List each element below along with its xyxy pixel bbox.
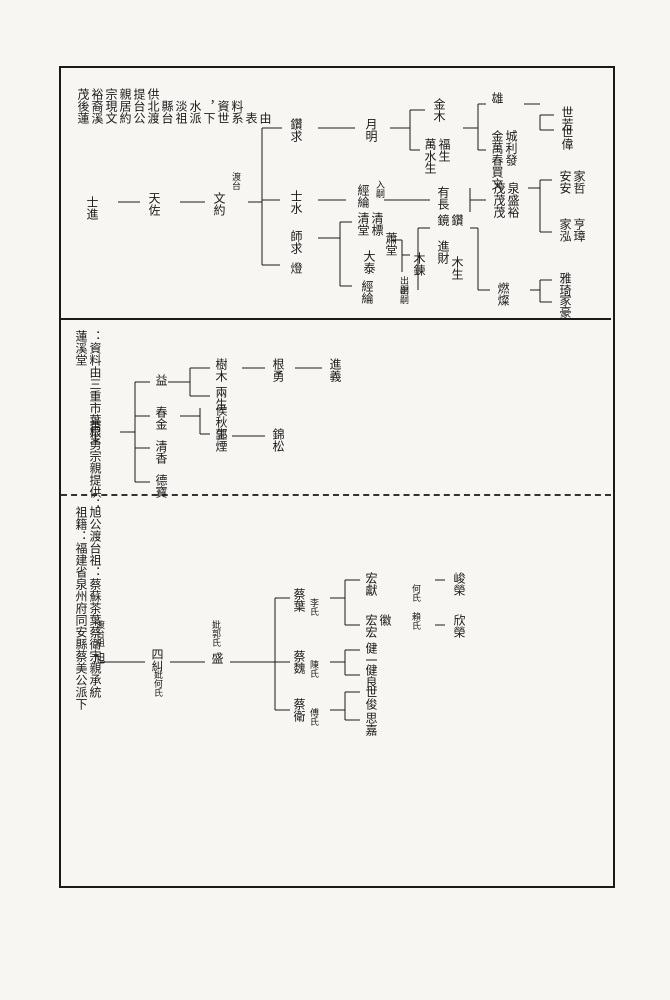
person: 峻榮 [452, 572, 466, 596]
person: 進財 [436, 240, 450, 264]
person: 郭煙 [214, 428, 228, 452]
person: 城利發 [504, 130, 518, 166]
source-line: 縣台 [160, 88, 174, 124]
person-note: 出嗣 [398, 276, 408, 294]
source-line: 宗現文 [104, 88, 118, 124]
person: 鑽求 [289, 118, 303, 142]
section-divider [61, 318, 611, 320]
person: 燃燦 [496, 282, 510, 306]
person: 蔡魏 [292, 650, 306, 674]
person: 思嘉 [364, 712, 378, 736]
person: 根勇 [271, 358, 285, 382]
person-note: 妣何氏 [152, 670, 162, 697]
person: 盛 [210, 652, 224, 664]
person: 文約 [212, 192, 226, 216]
person: 清香 [154, 440, 168, 464]
source-line: 蓮溪堂 [74, 330, 88, 366]
source-line: 祖籍：福建省泉州府同安縣蔡美公派下 [74, 506, 88, 710]
person: 家泓 [558, 218, 572, 242]
person: 大泰 [362, 250, 376, 274]
person: 月明 [364, 118, 378, 142]
person: 侯秋生 [214, 404, 228, 440]
person: 清標 [370, 212, 384, 236]
person: 健一 [364, 642, 378, 666]
person: 兩生 [214, 386, 228, 410]
person: 德寶 [154, 474, 168, 498]
source-line: 水派 [188, 88, 202, 124]
person-wife: 陳氏 [308, 660, 318, 678]
person: 有長 [436, 186, 450, 210]
person-wife: 賴氏 [410, 612, 420, 630]
person-note: 入嗣 [374, 180, 384, 198]
person: 金萬春買文 [490, 130, 504, 190]
source-line: 由 [258, 88, 272, 124]
person: 安安 [558, 170, 572, 194]
person: 徽 [378, 614, 392, 626]
person: 宏獻 [364, 572, 378, 596]
person: 金木 [432, 98, 446, 122]
person: 天佐 [147, 192, 161, 216]
section-divider-dashed [61, 494, 611, 496]
person: 茂茂茂 [492, 182, 506, 218]
source-line: 茂後蓮 [76, 88, 90, 124]
person: 亨璋 [572, 218, 586, 242]
person: 樹木 [214, 358, 228, 382]
source-line: 旭公渡台祖：蔡蘇茶葉蔡衛宗親承統 [88, 506, 102, 698]
person: 福生 [437, 138, 451, 162]
person-note: 渡台 [230, 172, 240, 190]
person: 四糾 [150, 648, 164, 672]
person: 世俊 [364, 686, 378, 710]
person: 蔡葉 [292, 588, 306, 612]
person: 士水 [289, 190, 303, 214]
person: 進義 [328, 358, 342, 382]
person: 世芳 [560, 106, 574, 130]
person: 木鍊 [412, 252, 426, 276]
person: 鑽 [450, 214, 464, 226]
source-line: 提台公 [132, 88, 146, 124]
source-line: 表 [244, 88, 258, 124]
person: 泉盛裕 [506, 182, 520, 218]
person-root: 萬生 [88, 420, 102, 444]
source-line: ，下 [202, 88, 216, 124]
source-line: 親居約 [118, 88, 132, 124]
person: 經綸 [356, 184, 370, 208]
person: 師求 [289, 230, 303, 254]
person: 欣榮 [452, 614, 466, 638]
person: 家哲 [572, 170, 586, 194]
source-line: 淡祖 [174, 88, 188, 124]
person: 益 [154, 374, 168, 386]
source-line: 供北渡 [146, 88, 160, 124]
person: 雄 [490, 92, 504, 104]
person: 燈 [289, 262, 303, 274]
person: 春金 [154, 406, 168, 430]
person: 木生 [450, 256, 464, 280]
source-line: ：資料由三重市葉根勇宗親提供： [88, 330, 102, 510]
person: 蔡衛 [292, 698, 306, 722]
source-line: 裕裔溪 [90, 88, 104, 124]
person-wife: 李氏 [308, 598, 318, 616]
person: 家豪 [558, 294, 572, 318]
person: 清堂 [356, 212, 370, 236]
person: 蕭堂 [384, 232, 398, 256]
person: 雅琦 [558, 272, 572, 296]
person-root: 旭 [92, 652, 106, 664]
person: 經綸 [360, 280, 374, 304]
person: 錦松 [271, 428, 285, 452]
person: 健良 [364, 664, 378, 688]
person: 萬水生 [423, 138, 437, 174]
source-line: 料系 [230, 88, 244, 124]
person-note: 出嗣 [398, 286, 408, 304]
person-note: 渡台祖 [94, 620, 104, 647]
person: 鏡 [436, 214, 450, 226]
person: 宏宏 [364, 614, 378, 638]
page-frame [59, 66, 615, 888]
person-wife: 傅氏 [308, 708, 318, 726]
source-line: 資世 [216, 88, 230, 124]
person-wife: 何氏 [410, 584, 420, 602]
person-note: 妣郭氏 [210, 620, 220, 647]
person: 世偉 [560, 126, 574, 150]
person-root: 士進 [85, 196, 99, 220]
